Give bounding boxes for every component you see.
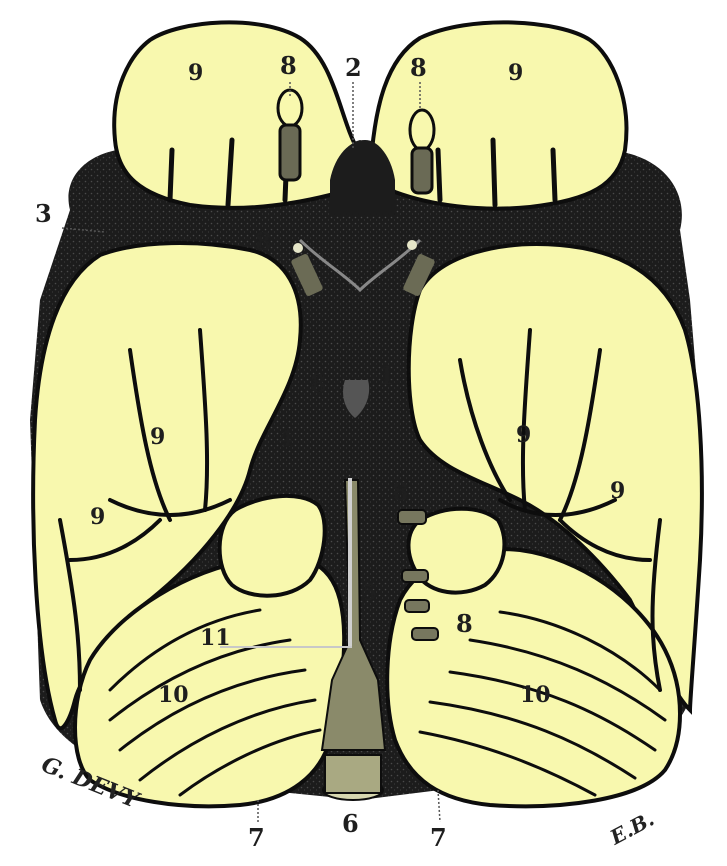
label-9-top-left: 9: [188, 60, 203, 86]
label-8-right-mid: 8: [392, 477, 409, 506]
label-8-top-right: 8: [410, 53, 427, 82]
label-9-left-lower: 9: [90, 504, 105, 530]
left-frontal-lobe: [114, 22, 358, 207]
label-7-right: 7: [430, 823, 447, 852]
label-5: 5: [362, 580, 377, 606]
label-11: 11: [200, 625, 231, 651]
label-6: 6: [342, 809, 359, 838]
label-9-right-upper: 9: [516, 422, 531, 448]
label-9-left-upper: 9: [150, 424, 165, 450]
right-frontal-lobe: [372, 22, 627, 208]
artist-initials: E.B.: [605, 807, 658, 850]
label-7-left: 7: [248, 823, 265, 852]
label-10-right: 10: [520, 682, 551, 708]
left-cerebellum-upper: [220, 496, 325, 596]
label-9-top-right: 9: [508, 60, 523, 86]
label-8-right-low: 8: [456, 609, 473, 638]
label-10-left: 10: [158, 682, 189, 708]
label-8-center: 8: [310, 369, 327, 398]
label-3: 3: [35, 199, 52, 228]
label-1: 1: [378, 361, 395, 390]
label-2: 2: [345, 53, 362, 82]
label-8-mid-left: 8: [255, 227, 272, 256]
label-4: 4: [278, 426, 293, 452]
label-9-right-lower: 9: [610, 478, 625, 504]
label-8-top-left: 8: [280, 51, 297, 80]
